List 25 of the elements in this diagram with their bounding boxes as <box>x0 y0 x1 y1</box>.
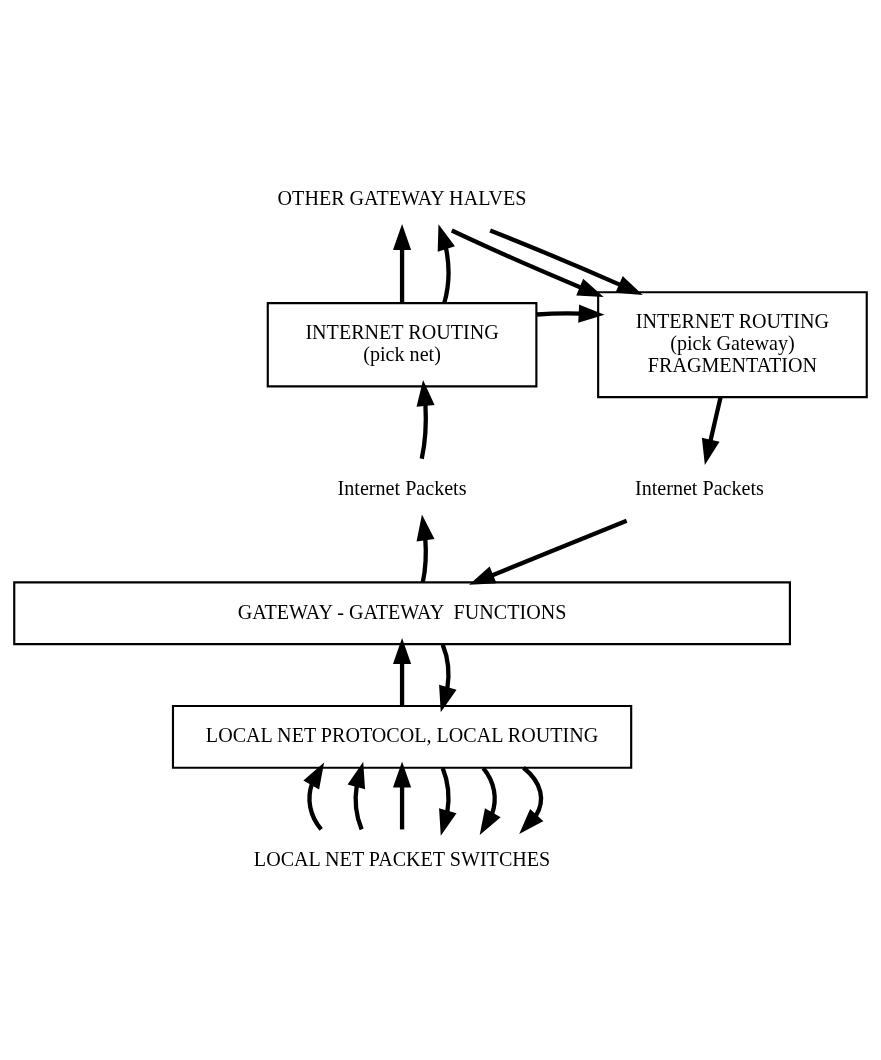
node-box: INTERNET ROUTING (pick net) <box>266 301 538 388</box>
arrow <box>437 224 455 304</box>
node-box: INTERNET ROUTING (pick Gateway) FRAGMENTATION <box>597 291 868 399</box>
arrow <box>479 766 501 836</box>
arrow <box>439 767 457 836</box>
node-text: Internet Packets <box>337 477 467 500</box>
arrow <box>303 762 325 831</box>
arrow <box>416 514 435 583</box>
node-text: LOCAL NET PACKET SWITCHES <box>253 847 551 870</box>
node-box: GATEWAY - GATEWAY FUNCTIONS <box>13 581 791 646</box>
arrow <box>393 761 412 830</box>
arrow <box>489 228 643 295</box>
node-box: LOCAL NET PROTOCOL, LOCAL ROUTING <box>171 704 633 769</box>
arrow <box>416 380 435 460</box>
arrow <box>393 638 412 706</box>
arrow <box>536 304 605 323</box>
arrow <box>519 766 544 835</box>
arrow <box>347 761 366 831</box>
arrow <box>469 518 628 585</box>
node-text: Internet Packets <box>634 477 764 500</box>
node-text: OTHER GATEWAY HALVES <box>277 186 527 209</box>
arrow <box>450 228 604 298</box>
arrow <box>393 224 412 303</box>
arrow <box>439 643 457 713</box>
arrow <box>701 397 723 465</box>
